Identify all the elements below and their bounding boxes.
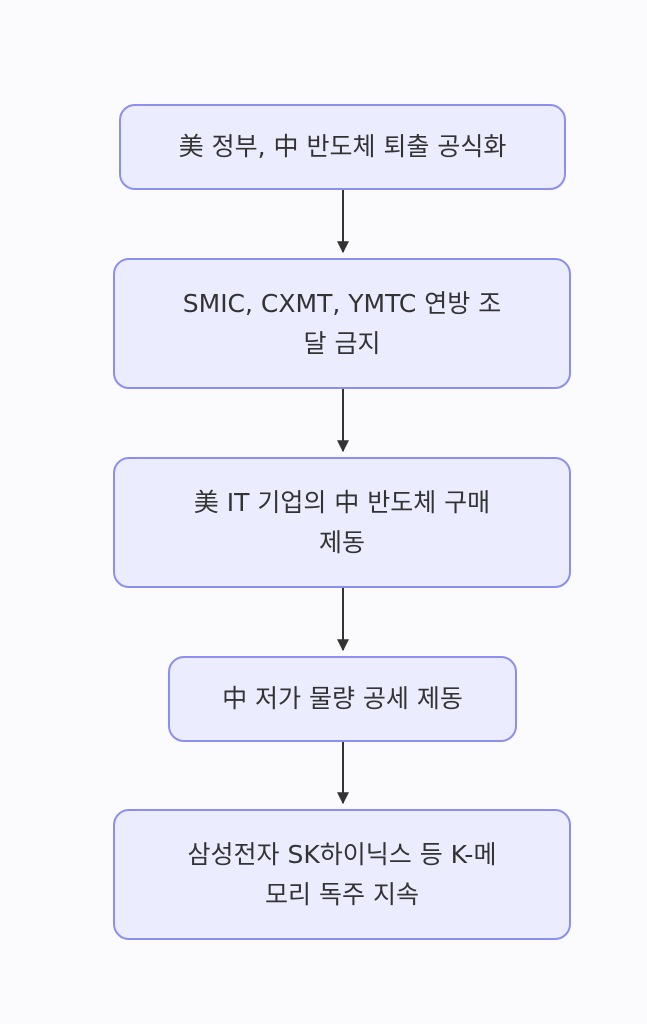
- flow-node-purchase-restriction[interactable]: 美 IT 기업의 中 반도체 구매 제동: [113, 457, 571, 588]
- node-label: 美 정부, 中 반도체 퇴출 공식화: [178, 132, 507, 161]
- flow-node-procurement-ban[interactable]: SMIC, CXMT, YMTC 연방 조 달 금지: [113, 258, 571, 389]
- flow-node-k-memory-dominance[interactable]: 삼성전자 SK하이닉스 등 K-메 모리 독주 지속: [113, 809, 571, 940]
- node-label: SMIC, CXMT, YMTC 연방 조 달 금지: [182, 288, 502, 358]
- flow-node-us-government-policy[interactable]: 美 정부, 中 반도체 퇴출 공식화: [119, 104, 566, 190]
- flow-node-low-price-offensive[interactable]: 中 저가 물량 공세 제동: [168, 656, 517, 742]
- node-label: 美 IT 기업의 中 반도체 구매 제동: [193, 487, 491, 557]
- node-label: 中 저가 물량 공세 제동: [222, 684, 463, 713]
- node-label: 삼성전자 SK하이닉스 등 K-메 모리 독주 지속: [187, 839, 497, 909]
